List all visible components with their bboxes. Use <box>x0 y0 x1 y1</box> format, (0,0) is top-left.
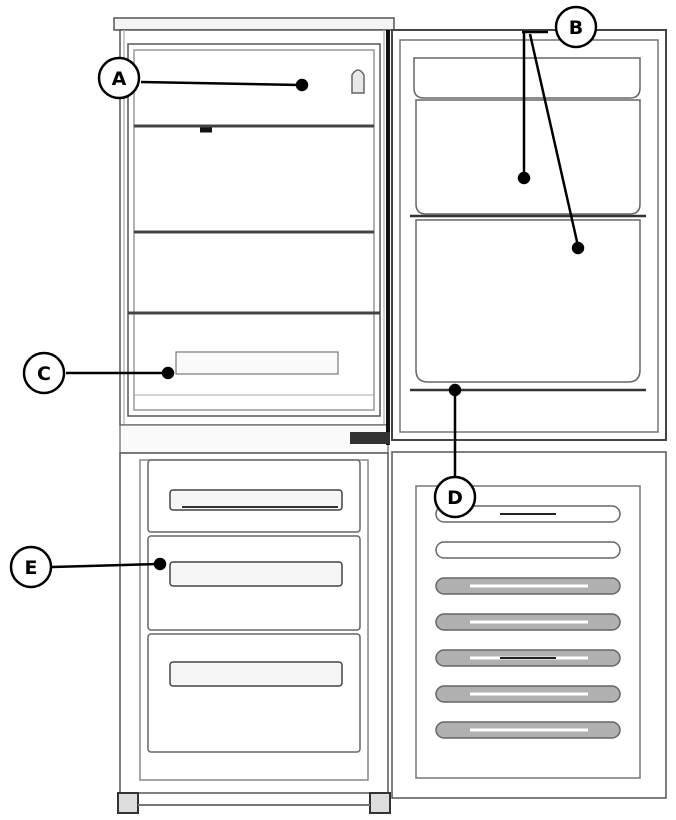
svg-text:C: C <box>37 363 51 385</box>
door-bin-top <box>413 57 641 99</box>
door-bin-middle <box>415 99 641 215</box>
svg-text:D: D <box>447 487 463 509</box>
callout-a: A <box>97 56 141 100</box>
svg-text:A: A <box>112 68 127 90</box>
callout-b: B <box>554 5 598 49</box>
fridge-shelves <box>128 124 380 315</box>
callout-badges: A B C D E <box>9 5 598 589</box>
callout-d: D <box>433 475 477 519</box>
callout-e: E <box>9 545 53 589</box>
callout-c: C <box>22 351 66 395</box>
svg-text:B: B <box>569 17 583 39</box>
callout-leaders <box>51 30 585 571</box>
cabinet-divider <box>119 424 389 454</box>
fridge-door-bins <box>413 57 641 383</box>
cabinet-feet <box>117 792 391 814</box>
freezer-drawer-3 <box>147 633 361 753</box>
svg-text:E: E <box>25 557 38 579</box>
door-shelf-2 <box>435 541 621 559</box>
drawer-handles <box>169 489 343 687</box>
crisper-drawer <box>175 351 339 375</box>
door-bin-bottom <box>415 219 641 383</box>
